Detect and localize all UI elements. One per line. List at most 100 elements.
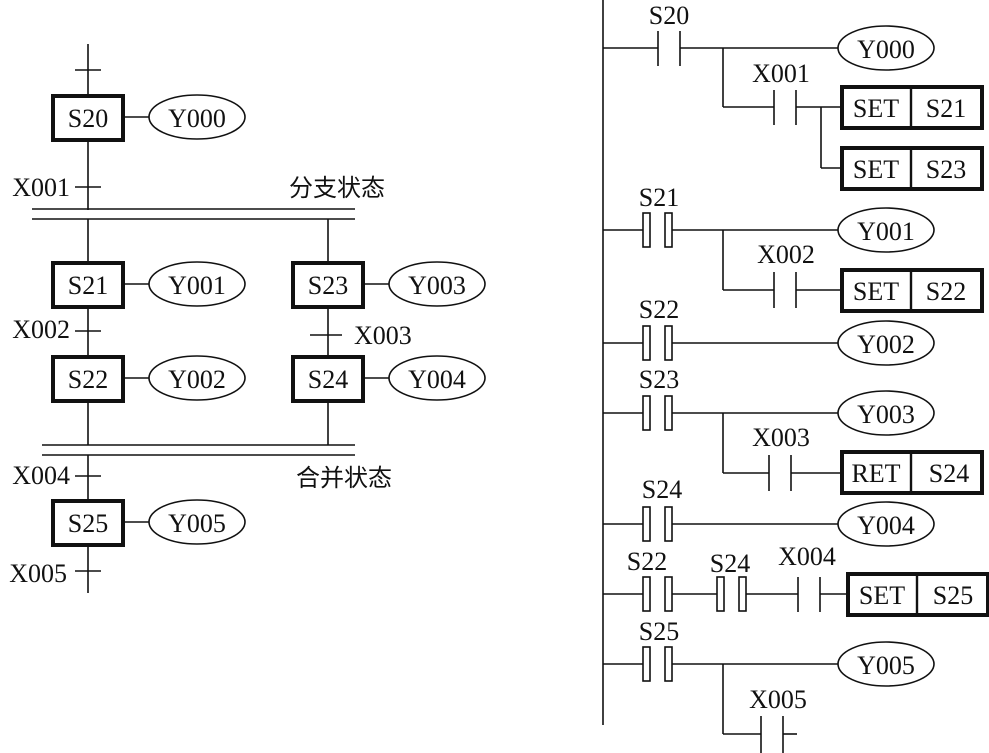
ladder-diagram: S20 Y000 X001 SET S21 bbox=[602, 0, 989, 753]
contact-plate bbox=[642, 212, 651, 248]
coil-y004[interactable]: Y004 bbox=[837, 501, 935, 547]
output-y005[interactable]: Y005 bbox=[148, 499, 246, 545]
instruction-set-s21[interactable]: SET S21 bbox=[840, 85, 984, 130]
no-contact-s20[interactable]: S20 bbox=[649, 1, 689, 66]
coil-y001[interactable]: Y001 bbox=[837, 207, 935, 253]
coil-y000[interactable]: Y000 bbox=[837, 25, 935, 71]
step-box bbox=[51, 355, 125, 403]
output-label: Y003 bbox=[408, 271, 466, 300]
instruction-set-s22[interactable]: SET S22 bbox=[840, 268, 984, 313]
step-s24[interactable]: S24 bbox=[291, 355, 365, 403]
no-contact-x002[interactable]: X002 bbox=[757, 240, 815, 308]
step-label: S25 bbox=[68, 509, 108, 538]
step-contact-s21[interactable]: S21 bbox=[639, 183, 679, 248]
instruction-label: SET bbox=[853, 277, 899, 306]
step-label: S24 bbox=[308, 365, 348, 394]
contact-plate bbox=[716, 576, 725, 612]
no-contact-x001[interactable]: X001 bbox=[752, 59, 810, 125]
contact-label: X002 bbox=[757, 240, 815, 269]
rung-5: S24 Y004 bbox=[603, 475, 935, 547]
output-ellipse bbox=[388, 355, 486, 401]
no-contact-x003[interactable]: X003 bbox=[752, 423, 810, 491]
rung-4: S23 Y003 X003 RET S24 bbox=[603, 365, 984, 495]
contact-label: S22 bbox=[639, 295, 679, 324]
no-contact-x005[interactable]: X005 bbox=[749, 685, 807, 753]
coil-label: Y004 bbox=[857, 511, 915, 540]
rung-6: S22 S24 X004 SET S25 bbox=[603, 542, 989, 617]
output-y000[interactable]: Y000 bbox=[148, 94, 246, 140]
contact-plate bbox=[664, 646, 673, 682]
step-label: S22 bbox=[68, 365, 108, 394]
contact-label: S21 bbox=[639, 183, 679, 212]
coil-y005[interactable]: Y005 bbox=[837, 641, 935, 687]
rung-3: S22 Y002 bbox=[603, 295, 935, 366]
branch-label: 分支状态 bbox=[289, 174, 385, 202]
coil-ellipse bbox=[837, 641, 935, 687]
step-s23[interactable]: S23 bbox=[291, 261, 365, 309]
contact-plate bbox=[642, 325, 651, 361]
output-label: Y004 bbox=[408, 365, 466, 394]
merge-label: 合并状态 bbox=[296, 464, 392, 492]
rung-1: S20 Y000 X001 SET S21 bbox=[603, 1, 984, 191]
instruction-ret-s24[interactable]: RET S24 bbox=[840, 450, 984, 495]
output-label: Y002 bbox=[168, 365, 226, 394]
contact-label: X004 bbox=[778, 542, 836, 571]
contact-plate bbox=[664, 395, 673, 431]
output-y002[interactable]: Y002 bbox=[148, 355, 246, 401]
coil-y002[interactable]: Y002 bbox=[837, 320, 935, 366]
contact-label: X005 bbox=[749, 685, 807, 714]
output-label: Y000 bbox=[168, 104, 226, 133]
output-ellipse bbox=[148, 355, 246, 401]
coil-ellipse bbox=[837, 501, 935, 547]
step-s22[interactable]: S22 bbox=[51, 355, 125, 403]
step-contact-s22[interactable]: S22 bbox=[627, 547, 673, 612]
contact-plate bbox=[664, 325, 673, 361]
coil-ellipse bbox=[837, 390, 935, 436]
contact-plate bbox=[642, 576, 651, 612]
step-s20[interactable]: S20 bbox=[51, 94, 125, 142]
transition-label: X001 bbox=[12, 173, 70, 202]
contact-plate bbox=[664, 506, 673, 542]
output-y001[interactable]: Y001 bbox=[148, 261, 246, 307]
step-contact-s24[interactable]: S24 bbox=[710, 549, 750, 612]
contact-label: X003 bbox=[752, 423, 810, 452]
step-box bbox=[51, 261, 125, 309]
step-contact-s23[interactable]: S23 bbox=[639, 365, 679, 431]
output-ellipse bbox=[148, 261, 246, 307]
instruction-operand: S22 bbox=[926, 277, 966, 306]
output-y003[interactable]: Y003 bbox=[388, 261, 486, 307]
step-box bbox=[291, 261, 365, 309]
step-contact-s24[interactable]: S24 bbox=[642, 475, 682, 542]
rung-7: S25 Y005 X005 bbox=[603, 617, 935, 753]
transition-label: X003 bbox=[354, 321, 412, 350]
rung-2: S21 Y001 X002 SET S22 bbox=[603, 183, 984, 313]
step-label: S21 bbox=[68, 271, 108, 300]
transition-label: X004 bbox=[12, 461, 70, 490]
instruction-operand: S23 bbox=[926, 155, 966, 184]
output-ellipse bbox=[148, 94, 246, 140]
contact-label: S23 bbox=[639, 365, 679, 394]
step-s25[interactable]: S25 bbox=[51, 499, 125, 547]
step-contact-s25[interactable]: S25 bbox=[639, 617, 679, 682]
contact-label: S20 bbox=[649, 1, 689, 30]
coil-ellipse bbox=[837, 25, 935, 71]
output-y004[interactable]: Y004 bbox=[388, 355, 486, 401]
step-contact-s22[interactable]: S22 bbox=[639, 295, 679, 361]
step-label: S23 bbox=[308, 271, 348, 300]
instruction-set-s23[interactable]: SET S23 bbox=[840, 146, 984, 191]
contact-plate bbox=[642, 506, 651, 542]
contact-plate bbox=[664, 212, 673, 248]
step-label: S20 bbox=[68, 104, 108, 133]
coil-y003[interactable]: Y003 bbox=[837, 390, 935, 436]
contact-plate bbox=[642, 646, 651, 682]
contact-label: S25 bbox=[639, 617, 679, 646]
output-label: Y005 bbox=[168, 509, 226, 538]
instruction-operand: S21 bbox=[926, 94, 966, 123]
no-contact-x004[interactable]: X004 bbox=[778, 542, 836, 612]
instruction-label: SET bbox=[853, 155, 899, 184]
instruction-label: SET bbox=[859, 581, 905, 610]
output-label: Y001 bbox=[168, 271, 226, 300]
instruction-set-s25[interactable]: SET S25 bbox=[846, 572, 989, 617]
instruction-operand: S24 bbox=[929, 459, 969, 488]
step-s21[interactable]: S21 bbox=[51, 261, 125, 309]
